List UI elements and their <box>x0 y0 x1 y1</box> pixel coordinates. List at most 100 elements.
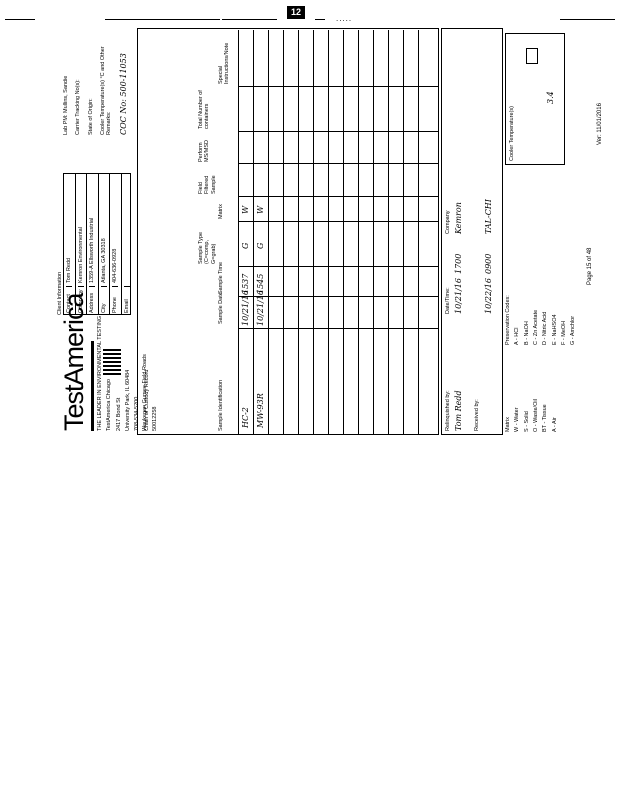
row-divider <box>403 30 404 434</box>
legend-item: BT - Tissue <box>542 404 549 432</box>
row-divider <box>253 30 254 434</box>
date-value: 10/22/16 <box>484 278 493 314</box>
col-header: Perform MS/MSD <box>198 140 211 162</box>
relinquished-signature: Tom Redd <box>454 390 463 431</box>
sample-type: G <box>241 242 250 249</box>
field-value: 404-636-0928 <box>112 248 119 283</box>
sample-date: 10/21/16 <box>256 290 265 326</box>
col-divider <box>238 86 438 87</box>
field-label: Address <box>89 286 96 314</box>
company-value: TAL-CHI <box>484 199 493 234</box>
sample-matrix: W <box>256 205 265 214</box>
company-label: Company <box>445 210 451 234</box>
col-header: Sample Time <box>218 261 224 294</box>
header-rule <box>5 19 35 20</box>
sample-time: 1545 <box>256 273 265 294</box>
legend-item: B - NaOH <box>523 321 530 345</box>
row-divider <box>268 30 269 434</box>
legend-item: W - Water <box>514 407 521 432</box>
legend-item: F - MeOH <box>560 320 567 345</box>
client-row: Address 1359-A Ellsworth Industrial <box>87 174 99 314</box>
cooler-box: Cooler Temperature(s) 3.4 <box>505 33 565 165</box>
row-divider <box>328 30 329 434</box>
col-divider <box>238 328 438 329</box>
sample-id: MW-93R <box>256 393 265 428</box>
sample-type: G <box>256 242 265 249</box>
header-rule <box>222 19 277 20</box>
field-value: 1359-A Ellsworth Industrial <box>89 217 96 283</box>
project-name: Waukegan Gurnee Field Roads <box>142 354 148 431</box>
sample-date: 10/21/16 <box>241 290 250 326</box>
col-header: Sample Identification <box>218 379 224 431</box>
row-divider <box>388 30 389 434</box>
datetime-label: Date/Time: <box>445 287 451 314</box>
cooler-temp-label: Cooler Temperature(s) <box>509 106 515 161</box>
carrier-tracking: Carrier Tracking No(s): <box>75 79 82 135</box>
col-divider <box>238 296 438 297</box>
project-number: 50012258 <box>152 406 158 431</box>
col-header: Field Filtered Sample <box>198 175 217 194</box>
col-divider <box>238 131 438 132</box>
legend-item: A - Air <box>551 417 558 432</box>
time-value: 0900 <box>484 253 493 274</box>
legend-item: E - NaHSO4 <box>551 314 558 345</box>
field-value: Atlanta, GA 30318 <box>100 238 107 283</box>
legend-item: A - HCl <box>514 327 521 345</box>
address-line: University Park, IL 60484 <box>124 369 131 431</box>
col-divider <box>238 163 438 164</box>
matrix-legend: Matrix W - Water S - Solid O - Waste/Oil… <box>505 399 561 432</box>
chain-of-custody-form: TestAmerica THE LEADER IN ENVIRONMENTAL … <box>57 28 612 435</box>
col-divider <box>238 221 438 222</box>
sample-time: 1537 <box>241 273 250 294</box>
legend-item: G - Amchlor <box>570 315 577 345</box>
legend-item: S - Solid <box>523 411 530 432</box>
col-header: Matrix <box>218 204 224 219</box>
field-label: Email <box>123 286 130 314</box>
field-value: Tom Redd <box>66 257 73 283</box>
row-divider <box>313 30 314 434</box>
row-divider <box>418 30 419 434</box>
time-value: 1700 <box>454 253 463 274</box>
table-header: Waukegan Gurnee Field Roads 50012258 Sam… <box>138 30 239 434</box>
cooler-remarks: Cooler Temperature(s) °C and Other Remar… <box>99 46 113 135</box>
sample-table: Waukegan Gurnee Field Roads 50012258 Sam… <box>137 28 439 435</box>
date-value: 10/21/16 <box>454 278 463 314</box>
custody-signatures: Relinquished by: Tom Redd Date/Time: 10/… <box>441 28 503 435</box>
header-dots: ..... <box>336 14 353 23</box>
col-header: Sample Date <box>218 292 224 324</box>
legend-item: O - Waste/Oil <box>532 399 539 432</box>
client-row: Phone 404-636-0928 <box>110 174 122 314</box>
header-rule <box>105 19 220 20</box>
state-origin: State of Origin: <box>87 98 94 135</box>
sample-id: HC-2 <box>241 407 250 428</box>
col-divider <box>238 196 438 197</box>
sample-rows: HC-2 10/21/16 1537 G W MW-93R 10/21/16 1… <box>238 30 438 434</box>
legend-item: C - Zn Acetate <box>532 309 539 345</box>
legend-item: D - Nitric Acid <box>542 311 549 345</box>
relinquished-label: Relinquished by: <box>445 390 451 431</box>
received-label: Received by: <box>474 399 480 431</box>
coc-number: COC No: 500-11053 <box>118 53 128 135</box>
client-row: Email <box>122 174 133 314</box>
row-divider <box>358 30 359 434</box>
preservation-legend: Preservation Codes: A - HCl B - NaOH C -… <box>505 295 580 345</box>
lab-header: Lab PM: Mullins, Sandie Carrier Tracking… <box>63 35 134 135</box>
logo-bar <box>91 341 94 431</box>
row-divider <box>283 30 284 434</box>
field-value: Kemron Environmental <box>77 227 84 283</box>
field-label: Phone <box>112 286 119 314</box>
company-value: Kemron <box>454 202 463 234</box>
row-divider <box>373 30 374 434</box>
cooler-temp-value: 3.4 <box>546 91 555 104</box>
header-rule <box>560 19 615 20</box>
client-row: City Atlanta, GA 30318 <box>98 174 110 314</box>
header-rule <box>315 19 325 20</box>
legend-title: Preservation Codes: <box>505 295 511 345</box>
lab-pm: Lab PM: Mullins, Sandie <box>63 75 69 135</box>
field-label: City <box>100 286 107 314</box>
col-divider <box>238 266 438 267</box>
code-legend: Matrix W - Water S - Solid O - Waste/Oil… <box>505 175 585 435</box>
